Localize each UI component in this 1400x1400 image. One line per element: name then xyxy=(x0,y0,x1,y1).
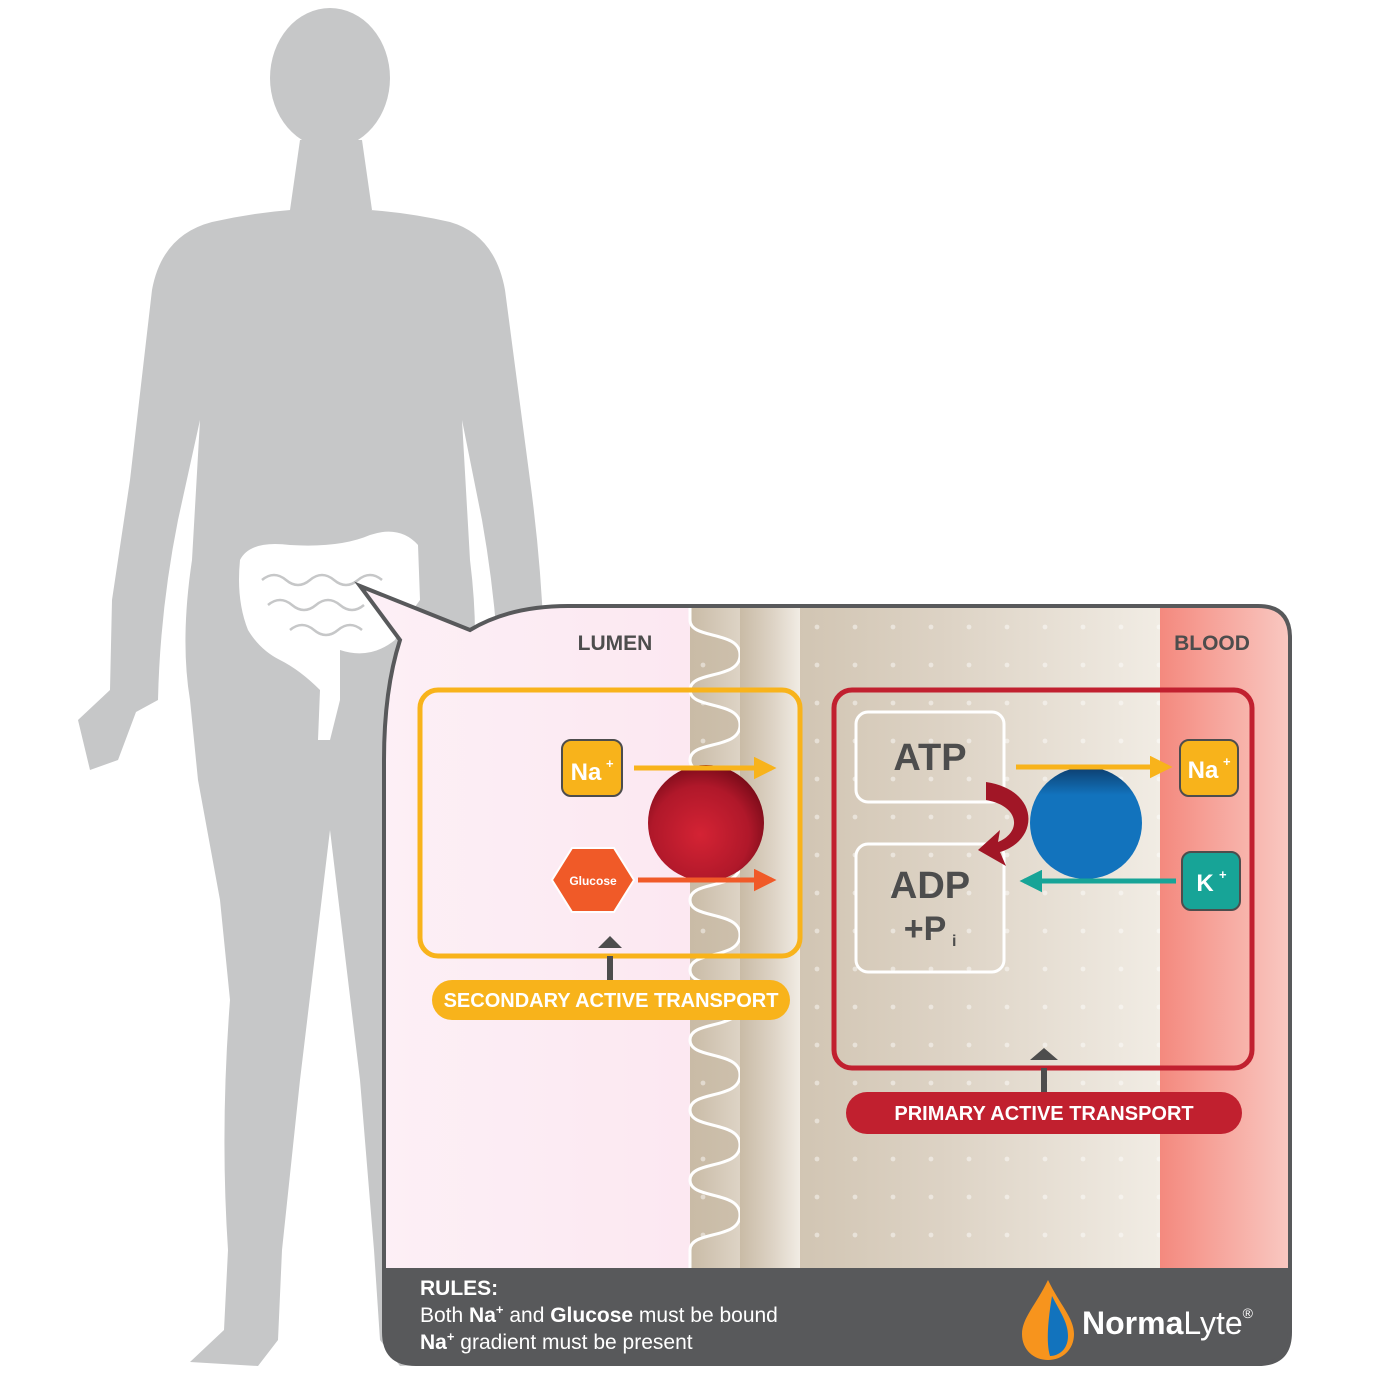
secondary-banner xyxy=(432,980,790,1020)
atp-hydrolysis-arrow xyxy=(978,782,1029,866)
panel-background xyxy=(360,586,1290,1364)
glucose-molecule xyxy=(550,847,636,913)
primary-banner-label: PRIMARY ACTIVE TRANSPORT xyxy=(894,1103,1193,1125)
rules-footer xyxy=(360,1268,1290,1364)
sodium-ion-primary-sup: + xyxy=(1223,754,1231,769)
adp-label: ADP xyxy=(890,865,970,907)
sodium-ion-sup: + xyxy=(606,756,614,771)
sodium-potassium-pump xyxy=(1030,767,1142,879)
glucose-label: Glucose xyxy=(569,874,617,888)
pi-label: +P xyxy=(904,910,947,948)
primary-connector-head xyxy=(1030,1048,1058,1060)
secondary-banner-label: SECONDARY ACTIVE TRANSPORT xyxy=(444,990,779,1012)
atp-box xyxy=(854,710,1006,804)
brand-name: NormaLyte® xyxy=(1082,1305,1254,1341)
potassium-ion-label: K xyxy=(1196,870,1214,897)
water-drop-icon xyxy=(1022,1280,1074,1360)
atp-label: ATP xyxy=(893,737,966,779)
adp-box xyxy=(854,842,1006,974)
blood-label: BLOOD xyxy=(1174,632,1250,655)
rules-title: RULES: xyxy=(420,1277,498,1300)
potassium-ion-sup: + xyxy=(1219,867,1227,882)
secondary-connector-head xyxy=(598,936,622,948)
intestine-folds xyxy=(261,573,383,637)
sglt-transporter xyxy=(648,765,764,881)
sodium-ion-label: Na xyxy=(571,759,602,786)
sodium-ion-primary xyxy=(1179,739,1239,797)
lumen-label: LUMEN xyxy=(578,632,653,655)
sodium-ion-secondary xyxy=(561,739,623,797)
rules-line-2: Na+ gradient must be present xyxy=(420,1329,693,1354)
rules-line-1: Both Na+ and Glucose must be bound xyxy=(420,1302,778,1327)
sodium-ion-primary-label: Na xyxy=(1188,757,1219,784)
pi-sub: i xyxy=(952,933,956,950)
primary-banner xyxy=(846,1092,1242,1134)
potassium-ion xyxy=(1181,851,1241,911)
